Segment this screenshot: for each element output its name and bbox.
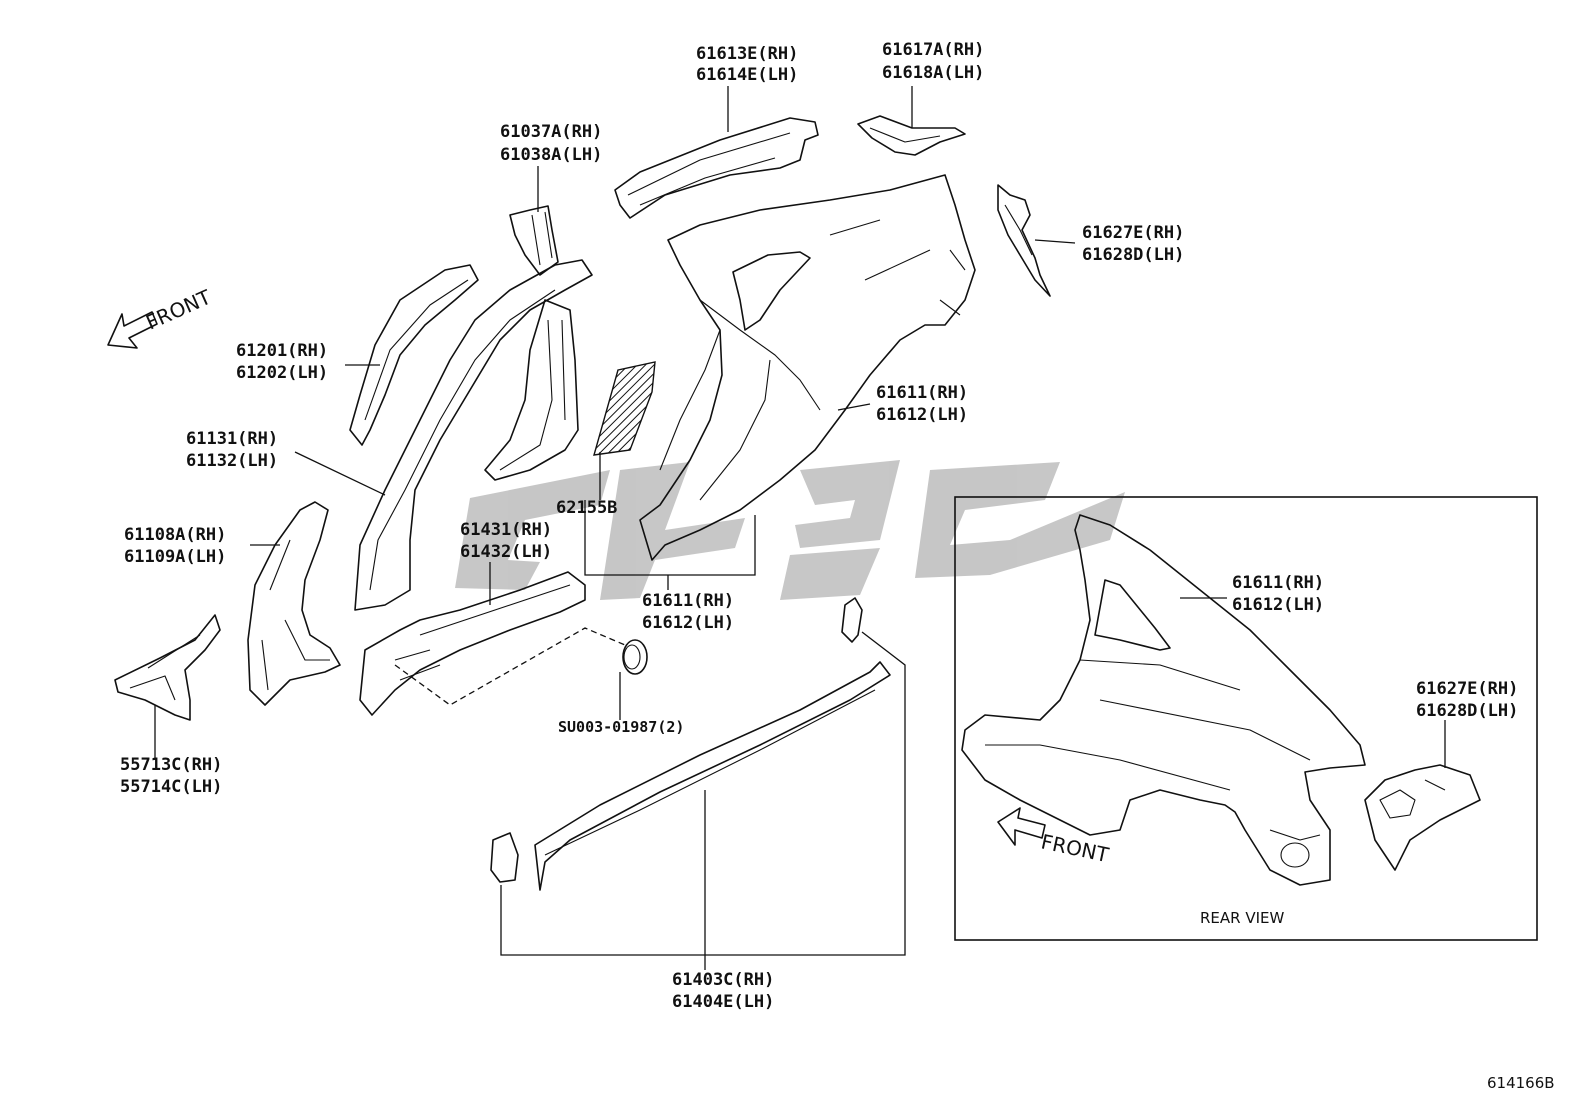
callout-61431: 61431(RH) 61432(LH) — [460, 520, 552, 562]
callout-61037: 61037A(RH) 61038A(LH) — [500, 122, 602, 165]
svg-text:61131(RH): 61131(RH) — [186, 429, 278, 449]
front-inset-label: FRONT — [1039, 829, 1112, 867]
svg-text:61612(LH): 61612(LH) — [1232, 595, 1324, 615]
svg-text:61628D(LH): 61628D(LH) — [1082, 245, 1184, 265]
svg-text:61611(RH): 61611(RH) — [876, 383, 968, 403]
callout-61613: 61613E(RH) 61614E(LH) — [696, 44, 798, 85]
callout-inset-61627: 61627E(RH) 61628D(LH) — [1416, 679, 1518, 721]
callout-61201: 61201(RH) 61202(LH) — [236, 341, 328, 383]
callout-61403: 61403C(RH) 61404E(LH) — [672, 970, 774, 1012]
svg-text:61109A(LH): 61109A(LH) — [124, 547, 226, 567]
callout-61108: 61108A(RH) 61109A(LH) — [124, 525, 226, 567]
part-61201-pillar — [349, 264, 479, 446]
part-61431-rocker — [359, 571, 586, 716]
svg-text:61611(RH): 61611(RH) — [1232, 573, 1324, 593]
svg-text:61627E(RH): 61627E(RH) — [1416, 679, 1518, 699]
callout-55713: 55713C(RH) 55714C(LH) — [120, 755, 222, 797]
part-61131-side-outer — [354, 259, 593, 611]
svg-text:55713C(RH): 55713C(RH) — [120, 755, 222, 775]
svg-text:61037A(RH): 61037A(RH) — [500, 122, 602, 142]
rear-view-caption: REAR VIEW — [1200, 909, 1285, 927]
svg-text:61201(RH): 61201(RH) — [236, 341, 328, 361]
svg-text:61628D(LH): 61628D(LH) — [1416, 701, 1518, 721]
svg-text:61612(LH): 61612(LH) — [642, 613, 734, 633]
leader-lines — [154, 86, 1076, 970]
part-61617-bracket — [857, 115, 966, 156]
front-label: FRONT — [142, 285, 215, 335]
svg-text:61614E(LH): 61614E(LH) — [696, 65, 798, 85]
svg-text:61431(RH): 61431(RH) — [460, 520, 552, 540]
watermark-logo — [455, 460, 1125, 600]
svg-text:SU003-01987(2): SU003-01987(2) — [558, 718, 684, 736]
svg-text:61617A(RH): 61617A(RH) — [882, 40, 984, 60]
callout-61611-lower: 61611(RH) 61612(LH) — [642, 591, 734, 633]
callout-61617: 61617A(RH) 61618A(LH) — [882, 40, 984, 83]
callout-61131: 61131(RH) 61132(LH) — [186, 429, 278, 471]
callout-61611-main: 61611(RH) 61612(LH) — [876, 383, 968, 425]
svg-text:62155B: 62155B — [556, 498, 617, 518]
part-61108-reinforcement — [247, 501, 341, 706]
part-61613-roof-rail — [614, 117, 819, 219]
part-62155-pad — [593, 361, 656, 456]
part-su003-plug — [622, 639, 648, 675]
part-61611-quarter-panel — [639, 174, 976, 561]
svg-text:61627E(RH): 61627E(RH) — [1082, 223, 1184, 243]
part-55713-cowl — [114, 614, 221, 721]
callout-61627: 61627E(RH) 61628D(LH) — [1082, 223, 1184, 265]
front-arrow-icon: FRONT — [107, 285, 215, 349]
svg-text:61613E(RH): 61613E(RH) — [696, 44, 798, 64]
part-61627-extension — [997, 184, 1051, 297]
svg-text:61618A(LH): 61618A(LH) — [882, 63, 984, 83]
svg-text:61612(LH): 61612(LH) — [876, 405, 968, 425]
callout-inset-61611: 61611(RH) 61612(LH) — [1232, 573, 1324, 615]
callout-su003: SU003-01987(2) — [558, 718, 684, 736]
svg-text:61403C(RH): 61403C(RH) — [672, 970, 774, 990]
part-61403-rocker-outer — [490, 597, 891, 891]
svg-text:61611(RH): 61611(RH) — [642, 591, 734, 611]
callout-62155: 62155B — [556, 498, 617, 518]
part-61037-pillar — [509, 205, 559, 276]
svg-text:55714C(LH): 55714C(LH) — [120, 777, 222, 797]
svg-text:61202(LH): 61202(LH) — [236, 363, 328, 383]
diagram-id: 614166B — [1487, 1074, 1555, 1092]
plug-dashed-line — [394, 627, 626, 706]
svg-text:61404E(LH): 61404E(LH) — [672, 992, 774, 1012]
svg-text:61432(LH): 61432(LH) — [460, 542, 552, 562]
svg-text:61108A(RH): 61108A(RH) — [124, 525, 226, 545]
svg-text:61038A(LH): 61038A(LH) — [500, 145, 602, 165]
svg-text:61132(LH): 61132(LH) — [186, 451, 278, 471]
